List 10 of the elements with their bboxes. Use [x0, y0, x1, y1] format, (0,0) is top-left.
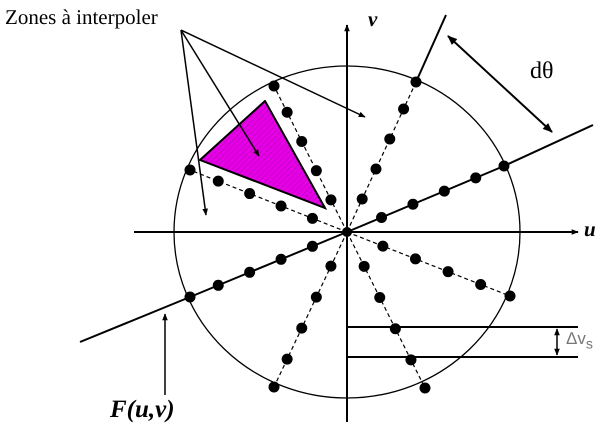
- leader-line: [162, 313, 168, 395]
- function-label: F(u,v): [110, 396, 175, 424]
- angle-label: dθ: [530, 58, 554, 84]
- callout-text: Zones à interpoler: [5, 6, 158, 30]
- leader-line: [180, 30, 208, 216]
- axis-label: u: [584, 218, 596, 242]
- axis-label: v: [368, 8, 378, 32]
- leader-line: [180, 30, 260, 157]
- dimension-label: Δv$_{s}$: [566, 330, 593, 353]
- leader-line: [180, 29, 366, 118]
